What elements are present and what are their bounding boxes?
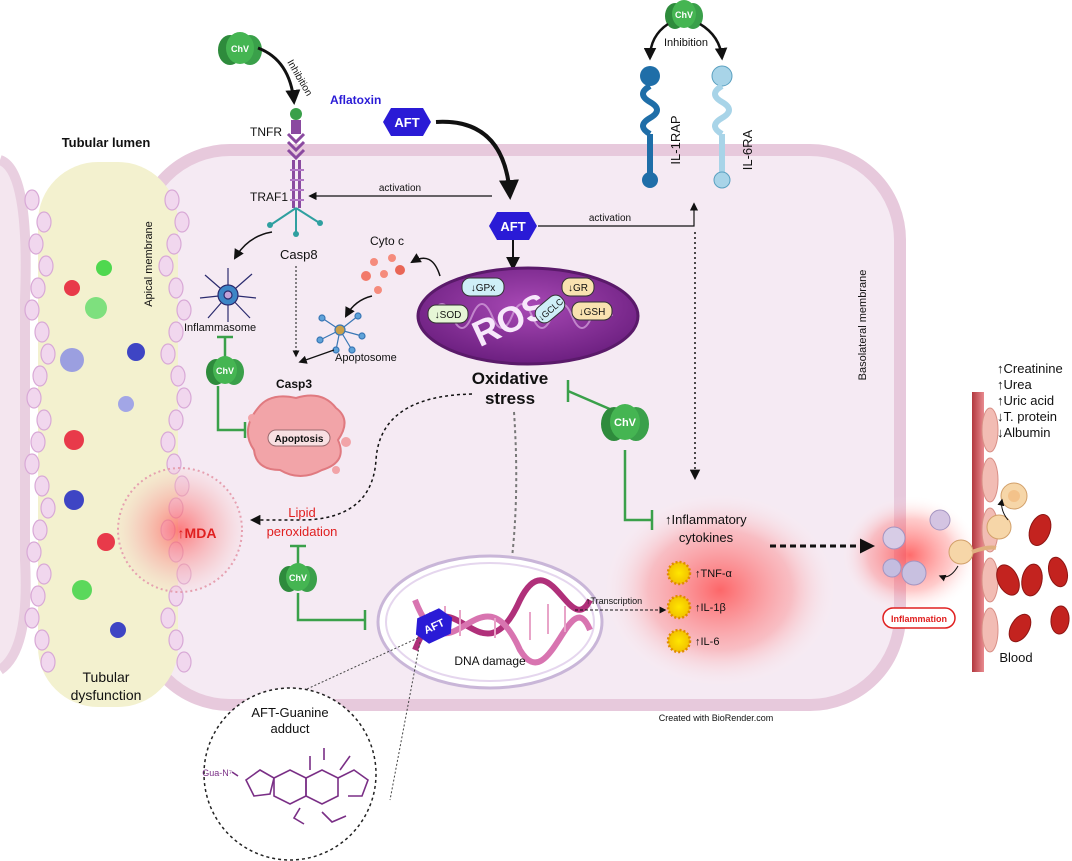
endothelial-cells xyxy=(981,407,999,653)
inflammatory-label-1: ↑Inflammatory xyxy=(665,512,747,527)
inflammasome-label: Inflammasome xyxy=(184,322,256,334)
chv-il1rap-arrow xyxy=(643,22,669,61)
chv-inhibit-cytokines xyxy=(623,450,652,522)
adduct-label-1: AFT-Guanine xyxy=(251,705,328,720)
chv-inhibit-dna xyxy=(296,593,365,622)
apical-membrane-label: Apical membrane xyxy=(143,221,155,307)
oxidative-label-2: stress xyxy=(485,389,535,408)
cytokine-glow xyxy=(600,490,840,690)
apoptosis-badge xyxy=(267,429,331,447)
chv-label-2: ChV xyxy=(216,366,234,376)
tnfa-label: ↑TNF-α xyxy=(695,568,733,580)
inflammasome-icon xyxy=(199,268,257,322)
basolateral-membrane-label: Basolateral membrane xyxy=(857,270,869,381)
chv-icon-oxidative xyxy=(601,404,649,441)
sod-label: ↓SOD xyxy=(435,310,462,321)
cyto-c-label: Cyto c xyxy=(370,234,404,248)
chv-inhibit-oxidative xyxy=(567,389,613,412)
marker-creatinine: ↑Creatinine xyxy=(997,361,1063,376)
mda-glow xyxy=(117,467,243,593)
apoptosome-label: Apoptosome xyxy=(335,352,397,364)
casp8-label: Casp8 xyxy=(280,247,318,262)
inhibition-label-2: Inhibition xyxy=(664,37,708,49)
lipid-label-1: Lipid xyxy=(288,505,315,520)
tnfr-label: TNFR xyxy=(250,125,282,139)
tubular-lumen xyxy=(38,162,178,707)
chv-icon-tnfr xyxy=(218,32,262,65)
activation-arrow-il xyxy=(538,202,699,227)
marker-total-protein: ↓T. protein xyxy=(997,409,1057,424)
biorender-credit: Created with BioRender.com xyxy=(659,713,774,723)
il1rap-label: IL-1RAP xyxy=(668,115,683,164)
gua-label: Gua-N⁷ xyxy=(202,768,232,778)
aft-label-top: AFT xyxy=(394,115,419,130)
apoptosome-casp3-arrow xyxy=(298,349,335,364)
aft-hexagon-top xyxy=(383,108,431,136)
transcription-label: ↑Transcription xyxy=(586,596,642,606)
tnfr-receptor xyxy=(267,108,323,237)
casp8-inflammasome-arrow xyxy=(233,231,273,260)
gsh-label: ↓GSH xyxy=(579,307,606,318)
mito-cytoc-arrow xyxy=(410,253,441,277)
il6ra-label: IL-6RA xyxy=(740,129,755,170)
activation-label-1: activation xyxy=(379,183,421,194)
chv-label-5: ChV xyxy=(289,573,307,583)
neighbor-cell xyxy=(0,155,31,675)
inflammation-badge xyxy=(882,607,956,629)
aft-entry-arrow xyxy=(435,119,519,200)
aft-label-cell: AFT xyxy=(500,219,525,234)
chv-label-4: ChV xyxy=(675,10,693,20)
chv-inhibit-apoptosis xyxy=(216,386,245,432)
il6ra-receptor xyxy=(711,65,733,189)
cyto-c-particles xyxy=(361,254,405,294)
immune-cells xyxy=(882,482,1028,586)
blood-label: Blood xyxy=(999,650,1032,665)
enzyme-badges xyxy=(427,277,613,324)
traf1-label: TRAF1 xyxy=(250,190,288,204)
cytoc-apoptosome-arrow xyxy=(344,295,373,318)
tubular-dysfunction-label-1: Tubular xyxy=(83,669,130,685)
chv-label-3: ChV xyxy=(614,417,637,429)
inflammation-label: Inflammation xyxy=(891,614,947,624)
marker-albumin: ↓Albumin xyxy=(997,425,1050,440)
chv-icon-il xyxy=(665,0,703,29)
chv-label-1: ChV xyxy=(231,44,249,54)
lumen-particles xyxy=(60,260,145,638)
il1rap-receptor xyxy=(640,66,660,188)
aft-hexagon-cell xyxy=(489,212,537,240)
inflammatory-label-2: cytokines xyxy=(679,530,734,545)
chv-icon-lipid xyxy=(279,563,317,592)
cytokine-icons xyxy=(666,560,692,654)
tubular-lumen-label: Tubular lumen xyxy=(62,135,151,150)
lipid-label-2: peroxidation xyxy=(267,524,338,539)
marker-urea: ↑Urea xyxy=(997,377,1032,392)
oxidative-lipid-arrow xyxy=(249,393,473,526)
il1b-label: ↑IL-1β xyxy=(695,602,726,614)
adduct-label-2: adduct xyxy=(270,721,309,736)
dna-damage-label: DNA damage xyxy=(454,654,526,668)
chv-icon-inflammasome xyxy=(206,356,244,385)
il6-label: ↑IL-6 xyxy=(695,636,719,648)
casp3-label: Casp3 xyxy=(276,377,312,391)
activation-label-2: activation xyxy=(589,213,631,224)
tubular-dysfunction-label-2: dysfunction xyxy=(71,687,142,703)
adduct-structure xyxy=(231,748,369,825)
chv-inhibit-arrow-1 xyxy=(257,46,301,105)
gpx-label: ↓GPx xyxy=(471,283,495,294)
mda-label: ↑MDA xyxy=(178,525,217,541)
vessel-wall xyxy=(972,392,984,672)
gr-label: ↓GR xyxy=(568,283,588,294)
chv-il6ra-arrow xyxy=(699,22,728,61)
aflatoxin-label: Aflatoxin xyxy=(330,93,381,107)
marker-uric-acid: ↑Uric acid xyxy=(997,393,1054,408)
apoptosis-label: Apoptosis xyxy=(275,434,324,445)
aft-hexagon-dna xyxy=(415,608,453,644)
adduct-callout xyxy=(203,687,377,861)
oxidative-label-1: Oxidative xyxy=(472,369,549,388)
red-blood-cells xyxy=(996,514,1070,643)
